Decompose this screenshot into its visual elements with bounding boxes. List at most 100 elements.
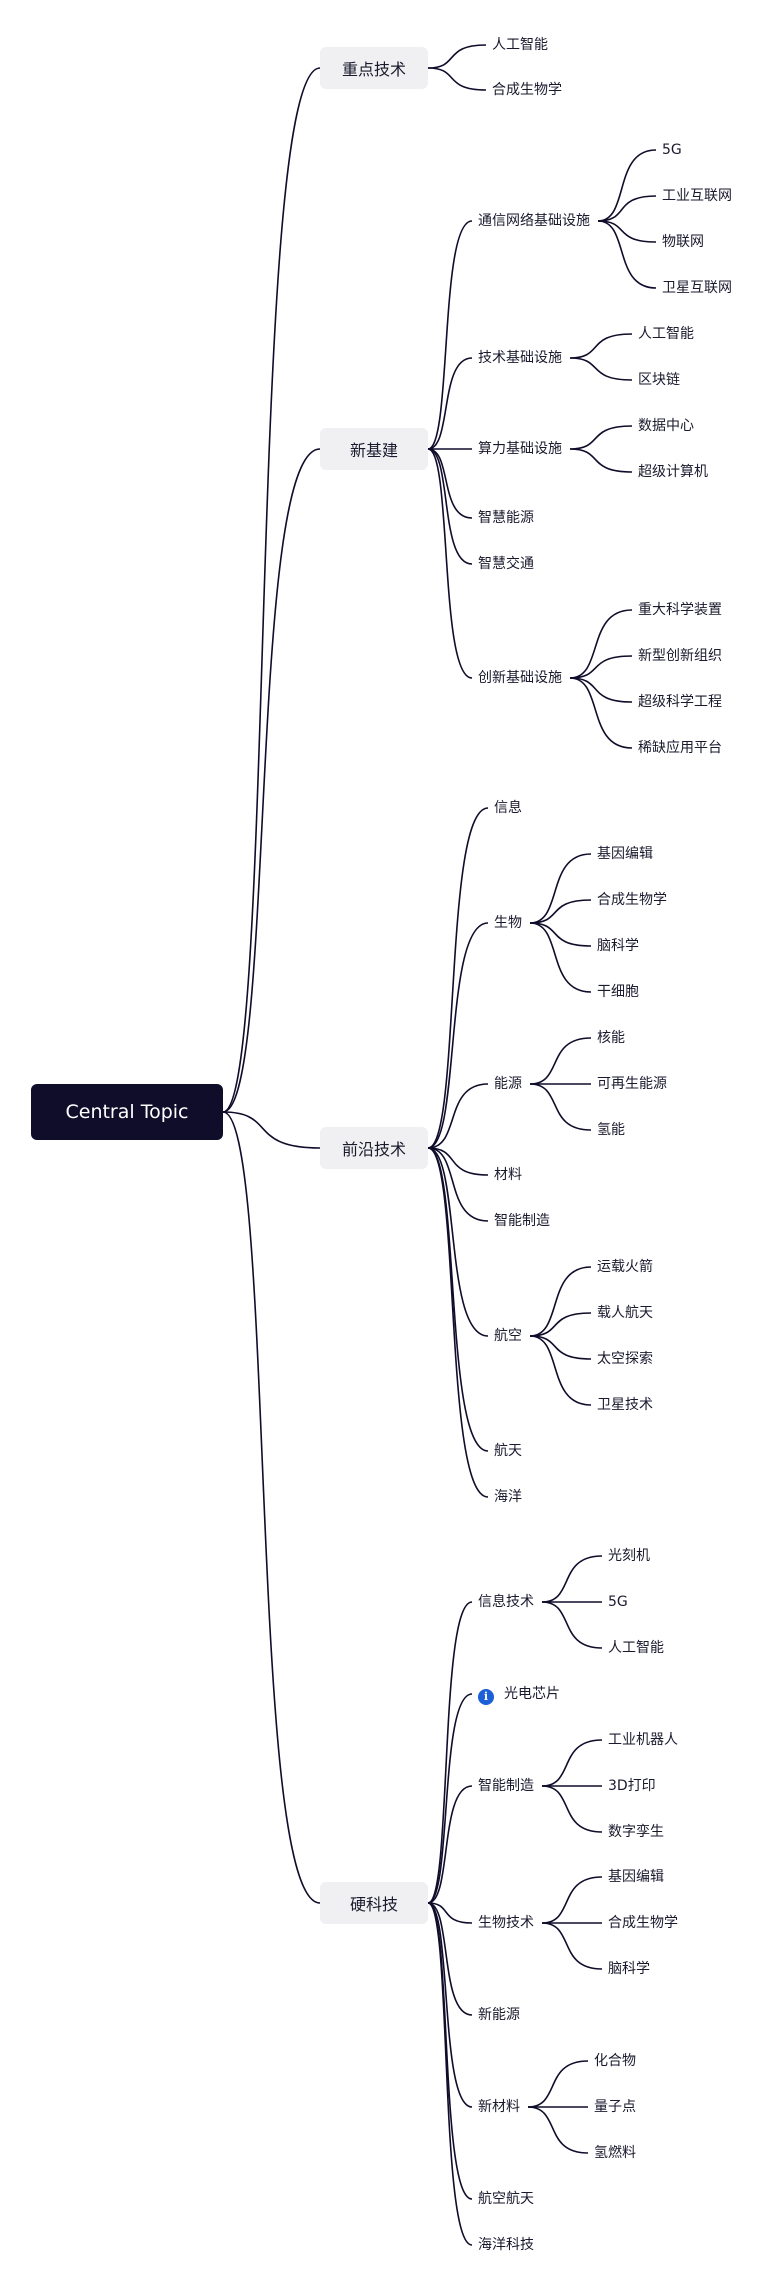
node-label: 超级科学工程 [638,694,722,710]
subtopic-xinjijian-3[interactable]: 智慧能源 [478,508,534,528]
leaf-qianyan-1-3[interactable]: 干细胞 [597,982,639,1002]
subtopic-qianyan-2[interactable]: 能源 [494,1074,522,1094]
leaf-xinjijian-2-0[interactable]: 数据中心 [638,416,694,436]
node-label: 5G [662,142,682,158]
node-label: 能源 [494,1076,522,1092]
main-topic-yingkeji[interactable]: 硬科技 [320,1882,428,1924]
subtopic-qianyan-7[interactable]: 海洋 [494,1487,522,1507]
leaf-yingkeji-0-1[interactable]: 5G [608,1592,628,1612]
link-xinjijian-0-3 [597,220,657,289]
node-label: 太空探索 [597,1351,653,1367]
subtopic-yingkeji-2[interactable]: 智能制造 [478,1776,534,1796]
leaf-yingkeji-3-2[interactable]: 脑科学 [608,1959,650,1979]
leaf-yingkeji-2-0[interactable]: 工业机器人 [608,1730,678,1750]
node-label: 数字孪生 [608,1824,664,1840]
link-central-zhongdian [222,67,321,1113]
leaf-qianyan-2-0[interactable]: 核能 [597,1028,625,1048]
leaf-qianyan-1-1[interactable]: 合成生物学 [597,890,667,910]
subtopic-xinjijian-5[interactable]: 创新基础设施 [478,668,562,688]
leaf-xinjijian-1-0[interactable]: 人工智能 [638,324,694,344]
leaf-xinjijian-5-1[interactable]: 新型创新组织 [638,646,722,666]
subtopic-qianyan-1[interactable]: 生物 [494,913,522,933]
leaf-xinjijian-5-3[interactable]: 稀缺应用平台 [638,738,722,758]
leaf-qianyan-1-2[interactable]: 脑科学 [597,936,639,956]
leaf-yingkeji-5-2[interactable]: 氢燃料 [594,2143,636,2163]
node-label: 物联网 [662,234,704,250]
link-yingkeji-2 [427,1785,473,1904]
leaf-yingkeji-5-1[interactable]: 量子点 [594,2097,636,2117]
subtopic-qianyan-6[interactable]: 航天 [494,1441,522,1461]
leaf-yingkeji-2-2[interactable]: 数字孪生 [608,1822,664,1842]
subtopic-xinjijian-2[interactable]: 算力基础设施 [478,439,562,459]
subtopic-yingkeji-6[interactable]: 航空航天 [478,2189,534,2209]
leaf-qianyan-2-1[interactable]: 可再生能源 [597,1074,667,1094]
leaf-xinjijian-2-1[interactable]: 超级计算机 [638,462,708,482]
link-xinjijian-5-0 [569,609,633,679]
subtopic-qianyan-5[interactable]: 航空 [494,1326,522,1346]
leaf-xinjijian-5-0[interactable]: 重大科学装置 [638,600,722,620]
central-topic[interactable]: Central Topic [31,1084,223,1140]
main-topic-qianyan[interactable]: 前沿技术 [320,1127,428,1169]
leaf-xinjijian-5-2[interactable]: 超级科学工程 [638,692,722,712]
leaf-yingkeji-5-0[interactable]: 化合物 [594,2051,636,2071]
main-topic-label: 硬科技 [349,1895,398,1914]
subtopic-yingkeji-1[interactable]: i 光电芯片 [478,1684,560,1705]
leaf-qianyan-5-3[interactable]: 卫星技术 [597,1395,653,1415]
subtopic-zhongdian-1[interactable]: 合成生物学 [492,80,562,100]
link-xinjijian-0 [427,220,473,450]
leaf-xinjijian-0-3[interactable]: 卫星互联网 [662,278,732,298]
link-xinjijian-5 [427,448,473,679]
leaf-xinjijian-0-1[interactable]: 工业互联网 [662,186,732,206]
node-label: 航天 [494,1443,522,1459]
node-label: 人工智能 [608,1640,664,1656]
subtopic-yingkeji-5[interactable]: 新材料 [478,2097,520,2117]
leaf-qianyan-2-2[interactable]: 氢能 [597,1120,625,1140]
leaf-yingkeji-0-0[interactable]: 光刻机 [608,1546,650,1566]
link-qianyan-1 [427,922,489,1149]
node-label: 人工智能 [492,37,548,53]
leaf-qianyan-5-0[interactable]: 运载火箭 [597,1257,653,1277]
main-topic-zhongdian[interactable]: 重点技术 [320,47,428,89]
leaf-xinjijian-0-2[interactable]: 物联网 [662,232,704,252]
node-label: 智能制造 [478,1778,534,1794]
leaf-yingkeji-0-2[interactable]: 人工智能 [608,1638,664,1658]
leaf-qianyan-5-2[interactable]: 太空探索 [597,1349,653,1369]
subtopic-yingkeji-3[interactable]: 生物技术 [478,1913,534,1933]
subtopic-yingkeji-7[interactable]: 海洋科技 [478,2235,534,2255]
link-xinjijian-5-3 [569,677,633,749]
link-zhongdian-1 [427,67,487,91]
subtopic-yingkeji-4[interactable]: 新能源 [478,2005,520,2025]
link-qianyan-0 [427,807,489,1149]
leaf-yingkeji-3-0[interactable]: 基因编辑 [608,1867,664,1887]
subtopic-xinjijian-4[interactable]: 智慧交通 [478,554,534,574]
subtopic-xinjijian-1[interactable]: 技术基础设施 [478,348,562,368]
subtopic-qianyan-3[interactable]: 材料 [494,1165,522,1185]
main-topic-xinjijian[interactable]: 新基建 [320,428,428,470]
node-label: 海洋科技 [478,2237,534,2253]
leaf-yingkeji-3-1[interactable]: 合成生物学 [608,1913,678,1933]
info-icon[interactable]: i [478,1689,494,1705]
subtopic-qianyan-0[interactable]: 信息 [494,798,522,818]
node-label: 新型创新组织 [638,648,722,664]
subtopic-qianyan-4[interactable]: 智能制造 [494,1211,550,1231]
subtopic-xinjijian-0[interactable]: 通信网络基础设施 [478,211,590,231]
subtopic-zhongdian-0[interactable]: 人工智能 [492,35,548,55]
link-yingkeji-2-2 [541,1785,603,1833]
node-label: 智慧能源 [478,510,534,526]
node-label: 基因编辑 [608,1869,664,1885]
main-topic-label: 新基建 [349,441,398,460]
link-xinjijian-5-1 [569,655,633,679]
subtopic-yingkeji-0[interactable]: 信息技术 [478,1592,534,1612]
node-label: 智能制造 [494,1213,550,1229]
node-label: 稀缺应用平台 [638,740,722,756]
leaf-xinjijian-0-0[interactable]: 5G [662,140,682,160]
node-label: 航空航天 [478,2191,534,2207]
leaf-qianyan-1-0[interactable]: 基因编辑 [597,844,653,864]
leaf-qianyan-5-1[interactable]: 载人航天 [597,1303,653,1323]
node-label: 技术基础设施 [478,350,562,366]
leaf-yingkeji-2-1[interactable]: 3D打印 [608,1776,656,1796]
main-topic-label: 重点技术 [341,60,406,79]
link-yingkeji-0-0 [541,1555,603,1603]
node-label: 光电芯片 [504,1686,560,1702]
leaf-xinjijian-1-1[interactable]: 区块链 [638,370,680,390]
